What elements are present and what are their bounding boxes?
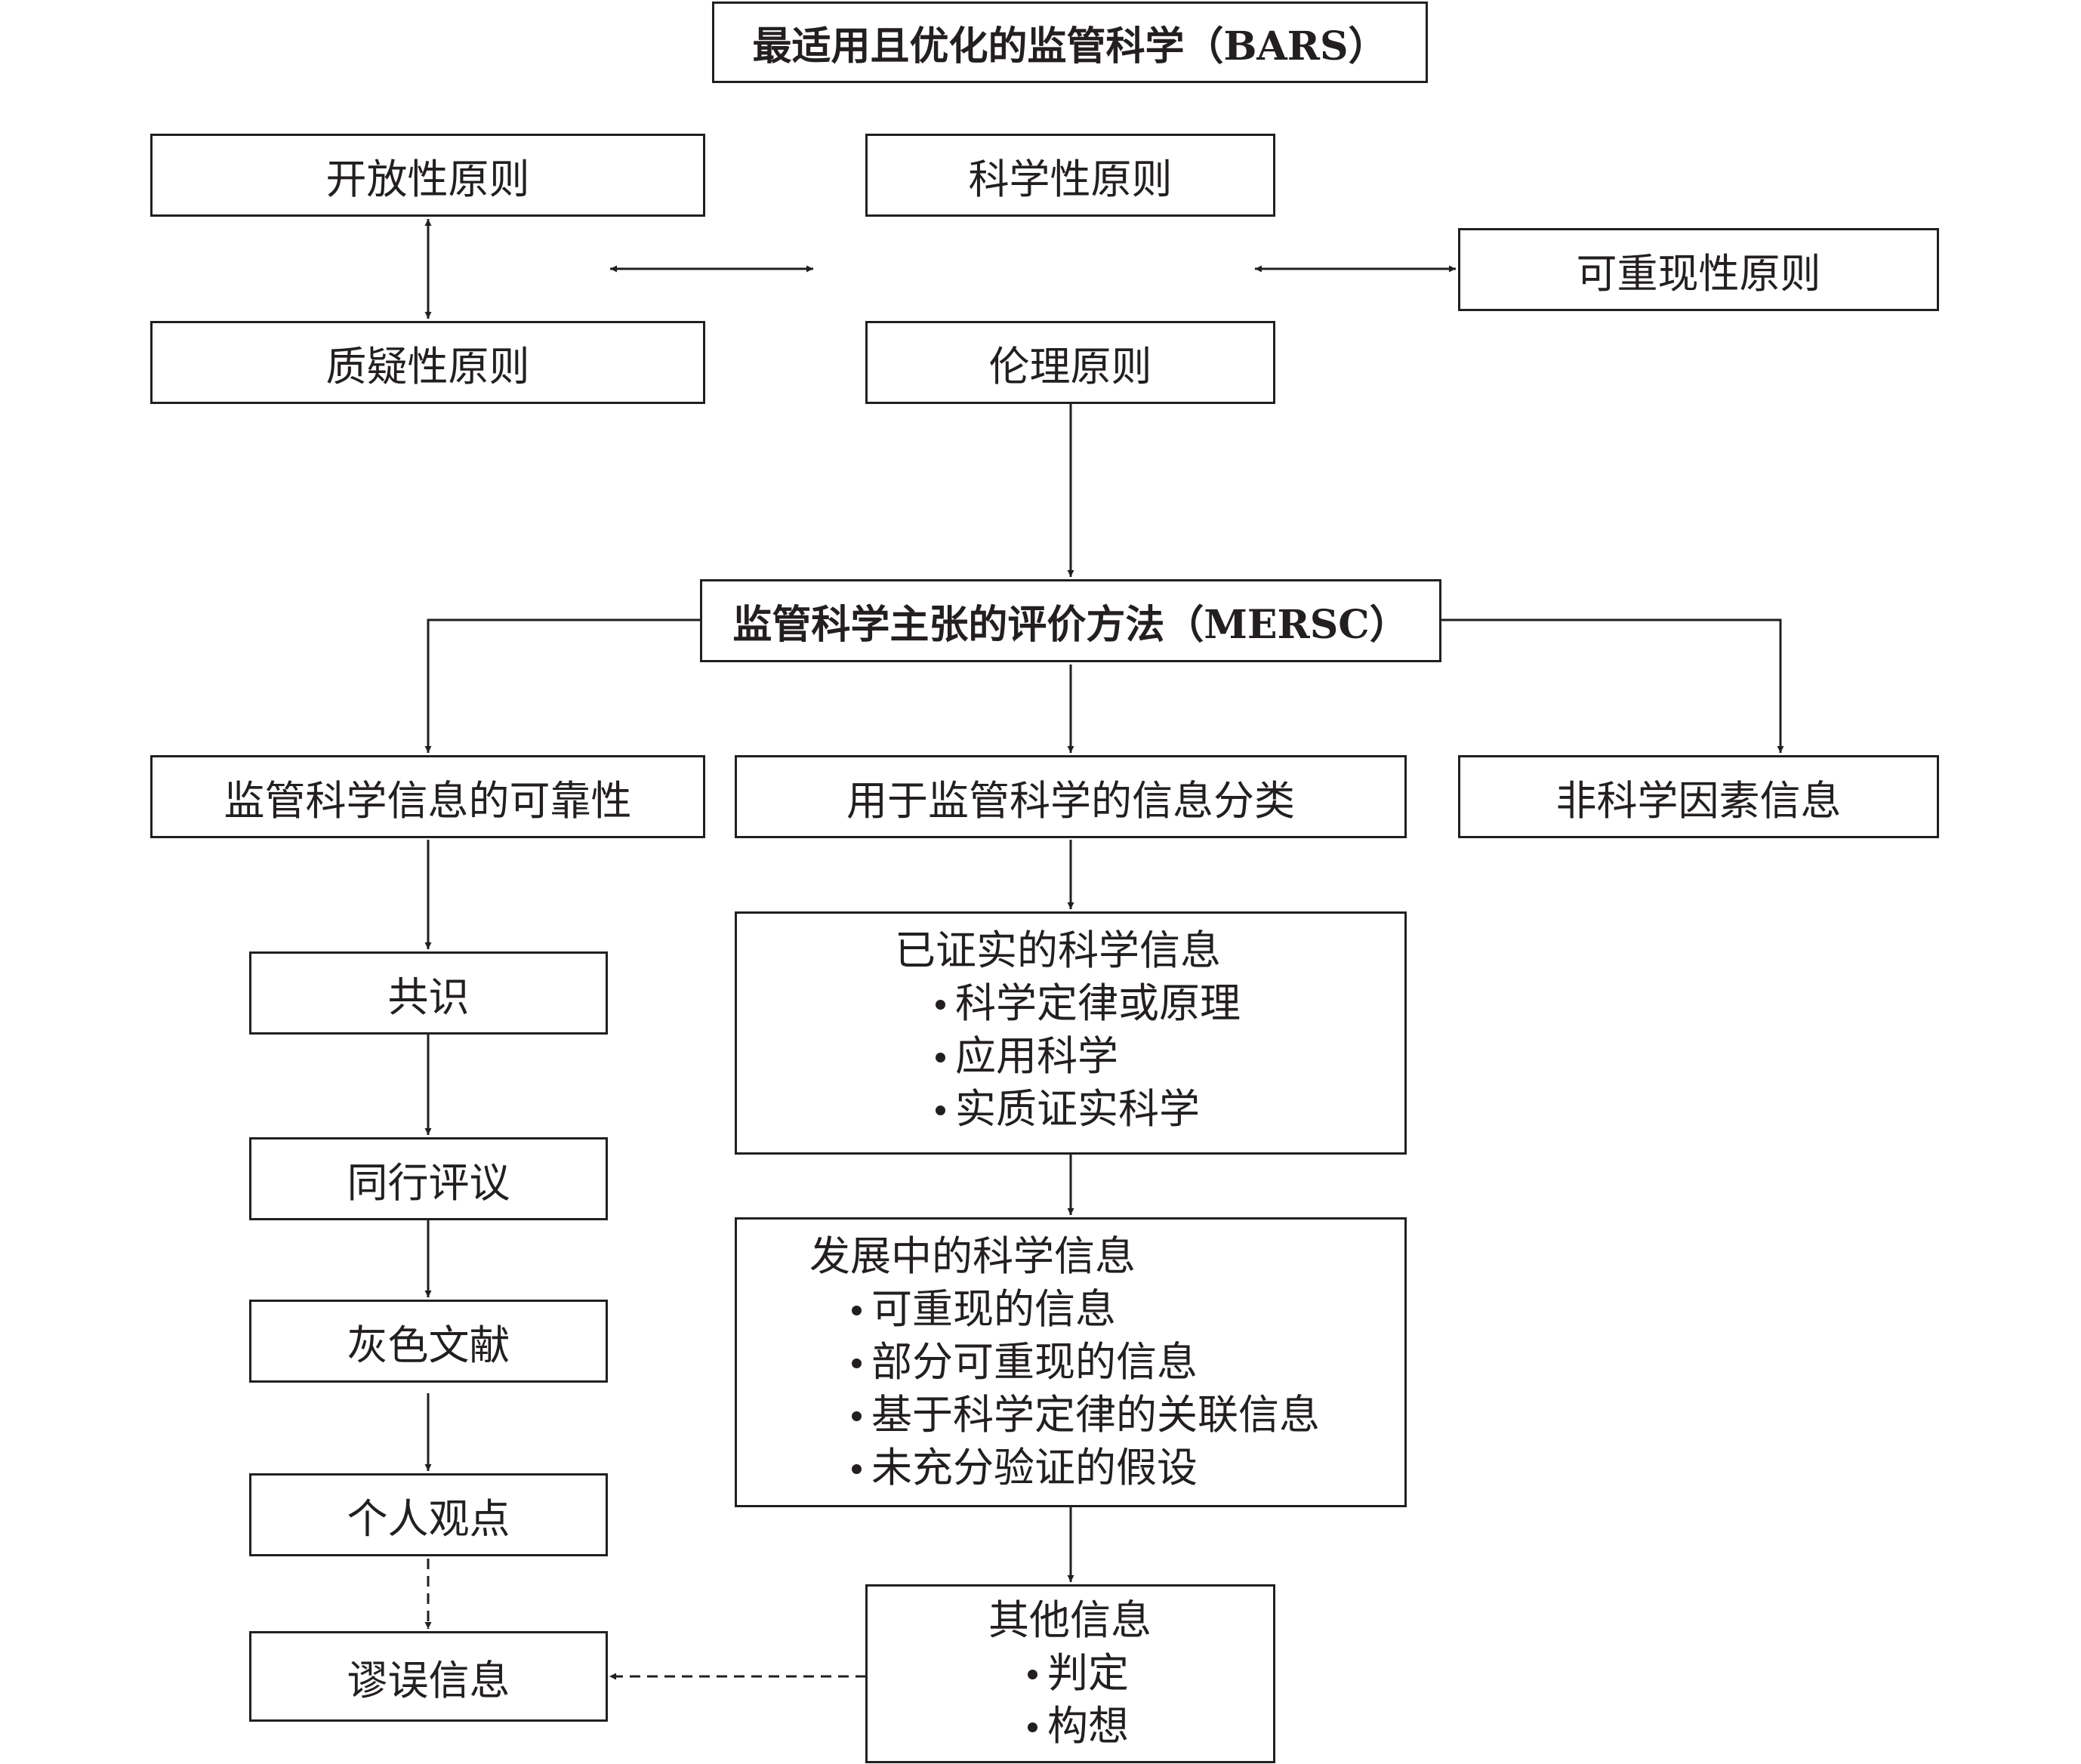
misinformation-label: 谬误信息 xyxy=(347,1656,510,1704)
scientific-principle-label: 科学性原则 xyxy=(968,155,1173,203)
list-item: 可重现的信息 xyxy=(849,1283,1404,1336)
developing-info-box: 发展中的科学信息 可重现的信息 部分可重现的信息 基于科学定律的关联信息 未充分… xyxy=(735,1217,1407,1507)
openness-principle-label: 开放性原则 xyxy=(325,155,530,203)
grey-literature-box: 灰色文献 xyxy=(249,1300,608,1383)
list-item: 基于科学定律的关联信息 xyxy=(849,1389,1404,1442)
openness-principle-box: 开放性原则 xyxy=(150,134,705,217)
ethics-principle-box: 伦理原则 xyxy=(865,321,1275,404)
personal-opinion-label: 个人观点 xyxy=(347,1494,510,1543)
arrow-mersc-to-non-science xyxy=(1441,618,1784,753)
personal-opinion-box: 个人观点 xyxy=(249,1473,608,1556)
peer-review-box: 同行评议 xyxy=(249,1137,608,1220)
title-box-bars: 最适用且优化的监管科学（BARS） xyxy=(712,2,1428,83)
classification-label: 用于监管科学的信息分类 xyxy=(846,776,1295,825)
other-info-heading: 其他信息 xyxy=(988,1596,1151,1644)
non-science-label: 非科学因素信息 xyxy=(1555,776,1842,825)
other-info-box: 其他信息 判定 构想 xyxy=(865,1584,1275,1763)
established-info-heading: 已证实的科学信息 xyxy=(895,927,1221,974)
list-item: 未充分验证的假设 xyxy=(849,1442,1404,1494)
list-item: 部分可重现的信息 xyxy=(849,1336,1404,1389)
peer-review-label: 同行评议 xyxy=(347,1158,510,1207)
grey-literature-label: 灰色文献 xyxy=(347,1321,510,1369)
arrow-mersc-to-reliability xyxy=(424,618,702,753)
list-item: 判定 xyxy=(1025,1647,1273,1700)
developing-info-heading: 发展中的科学信息 xyxy=(809,1232,1136,1280)
list-item: 构想 xyxy=(1025,1700,1273,1753)
consensus-label: 共识 xyxy=(387,973,470,1021)
mersc-label: 监管科学主张的评价方法（MERSC） xyxy=(732,601,1409,648)
established-info-box: 已证实的科学信息 科学定律或原理 应用科学 实质证实科学 xyxy=(735,911,1407,1155)
reliability-box: 监管科学信息的可靠性 xyxy=(150,755,705,838)
misinformation-box: 谬误信息 xyxy=(249,1631,608,1722)
list-item: 应用科学 xyxy=(933,1030,1404,1083)
reproducibility-principle-box: 可重现性原则 xyxy=(1458,228,1939,311)
scientific-principle-box: 科学性原则 xyxy=(865,134,1275,217)
title-text: 最适用且优化的监管科学（BARS） xyxy=(752,23,1388,69)
reliability-label: 监管科学信息的可靠性 xyxy=(224,776,632,825)
skepticism-principle-label: 质疑性原则 xyxy=(325,342,530,390)
skepticism-principle-box: 质疑性原则 xyxy=(150,321,705,404)
list-item: 科学定律或原理 xyxy=(933,977,1404,1030)
ethics-principle-label: 伦理原则 xyxy=(988,342,1152,390)
mersc-box: 监管科学主张的评价方法（MERSC） xyxy=(700,579,1441,662)
reproducibility-principle-label: 可重现性原则 xyxy=(1576,249,1821,298)
list-item: 实质证实科学 xyxy=(933,1083,1404,1136)
non-science-box: 非科学因素信息 xyxy=(1458,755,1939,838)
classification-box: 用于监管科学的信息分类 xyxy=(735,755,1407,838)
consensus-box: 共识 xyxy=(249,951,608,1035)
